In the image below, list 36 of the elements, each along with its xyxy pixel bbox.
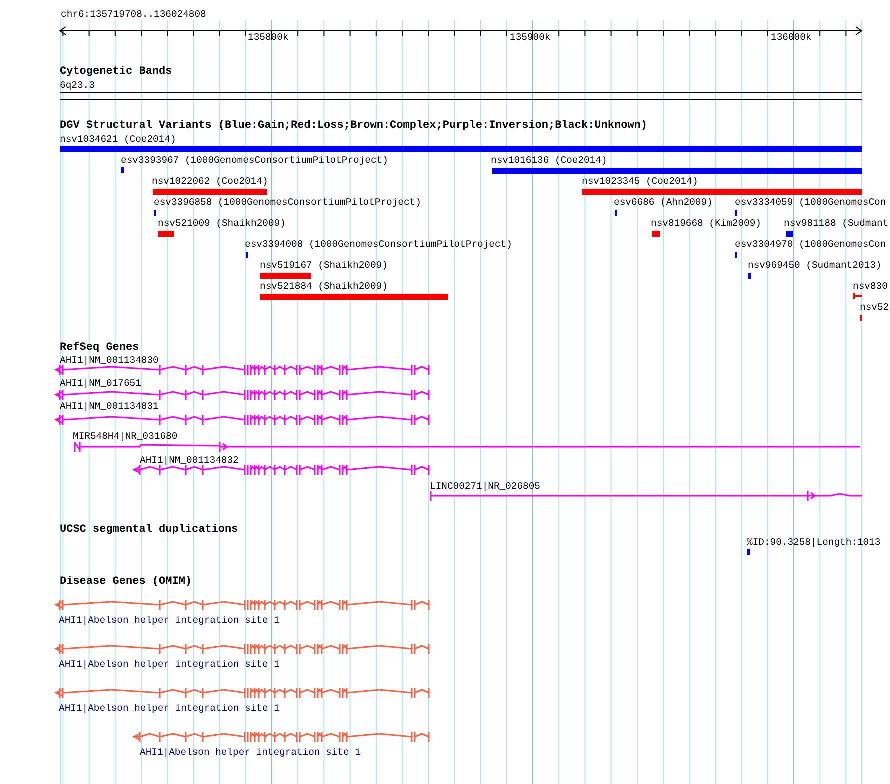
- feature-label: nsv969450 (Sudmant2013): [748, 260, 882, 272]
- gene-label: AHI1|Abelson helper integration site 1: [59, 703, 280, 715]
- feature-label: esv3394008 (1000GenomesConsortiumPilotProject): [245, 239, 512, 251]
- track-heading: Cytogenetic Bands: [60, 66, 172, 78]
- feature-label: nsv819668 (Kim2009): [651, 218, 762, 230]
- feature-label: nsv1016136 (Coe2014): [491, 155, 608, 167]
- track-heading: DGV Structural Variants (Blue:Gain;Red:Loss;Brown:Complex;Purple:Inversion;Black:Unknown): [60, 120, 648, 132]
- gene-label: MIR548H4|NR_031680: [73, 431, 178, 443]
- feature-label: nsv519167 (Shaikh2009): [260, 260, 388, 272]
- track-heading: Disease Genes (OMIM): [60, 576, 192, 588]
- feature-label: nsv521884 (Shaikh2009): [260, 281, 388, 293]
- gene-label: AHI1|NM_001134832: [140, 455, 239, 467]
- feature-label: nsv830: [853, 281, 888, 293]
- feature-label: esv3334059 (1000GenomesCon: [735, 197, 886, 209]
- gene-label: AHI1|Abelson helper integration site 1: [59, 615, 280, 627]
- track-heading: UCSC segmental duplications: [60, 524, 238, 536]
- feature-label: nsv521009 (Shaikh2009): [158, 218, 286, 230]
- gene-label: AHI1|NM_017651: [60, 378, 142, 390]
- gene-label: LINC00271|NR_026805: [430, 481, 540, 493]
- track-heading: RefSeq Genes: [60, 342, 140, 354]
- feature-label: esv6686 (Ahn2009): [614, 197, 713, 209]
- coordinate-label: chr6:135719708..136024808: [61, 9, 206, 21]
- gene-label: AHI1|Abelson helper integration site 1: [59, 659, 280, 671]
- feature-label: nsv981188 (Sudmant: [784, 218, 889, 230]
- band-label: 6q23.3: [60, 80, 95, 92]
- feature-label: nsv1022062 (Coe2014): [152, 176, 268, 188]
- feature-label: esv3393967 (1000GenomesConsortiumPilotProject): [121, 155, 388, 167]
- feature-label: nsv1034621 (Coe2014): [60, 134, 176, 146]
- feature-label: esv3396858 (1000GenomesConsortiumPilotProject): [154, 197, 422, 209]
- feature-label: nsv1023345 (Coe2014): [582, 176, 698, 188]
- feature-label: %ID:90.3258|Length:1013: [747, 537, 881, 549]
- gene-label: AHI1|NM_001134831: [60, 401, 159, 413]
- gene-label: AHI1|Abelson helper integration site 1: [140, 747, 361, 759]
- gene-label: AHI1|NM_001134830: [60, 355, 159, 367]
- feature-label: esv3304970 (1000GenomesCon: [735, 239, 886, 251]
- feature-label: nsv52: [860, 302, 890, 314]
